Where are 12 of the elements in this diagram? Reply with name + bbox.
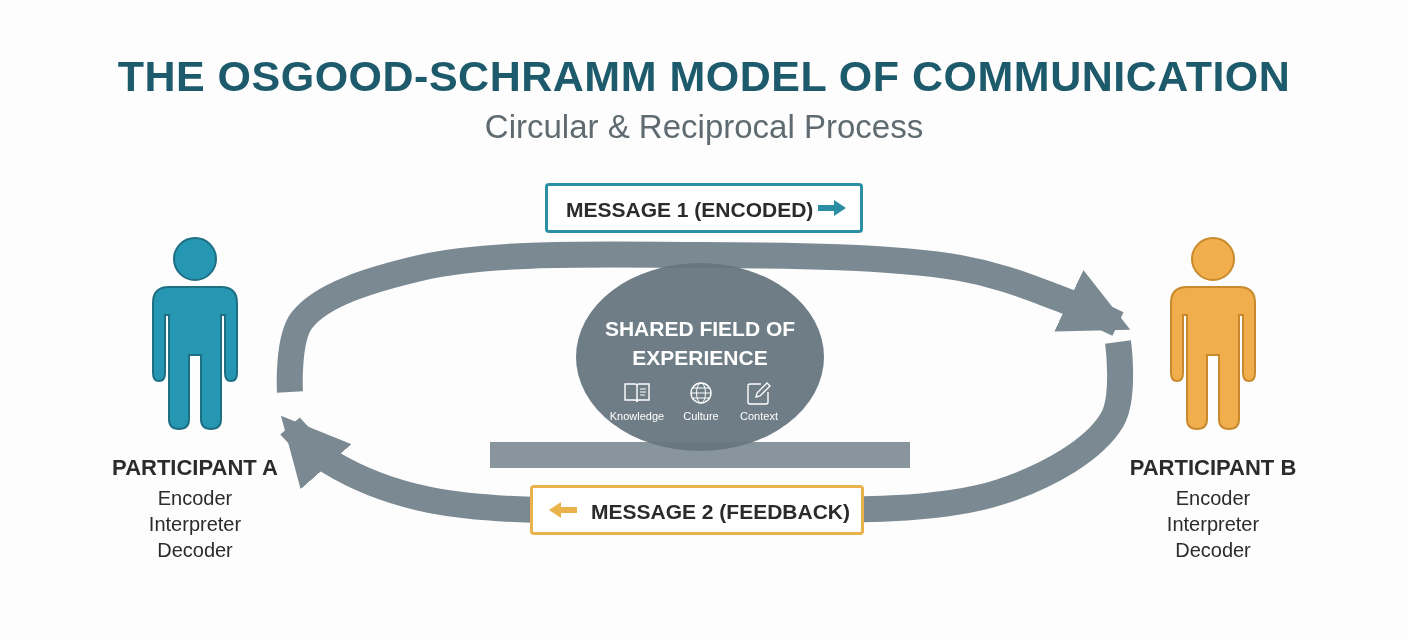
- field-item-label: Culture: [683, 410, 719, 422]
- field-heading: SHARED FIELD OF EXPERIENCE: [603, 316, 797, 371]
- edge-label: MESSAGE 1 (ENCODED): [566, 198, 814, 222]
- field-item-label: Context: [740, 410, 778, 422]
- role-list: Encoder Interpreter Decoder: [135, 485, 255, 563]
- field-item-label: Knowledge: [609, 410, 665, 422]
- participant-name: PARTICIPANT A: [111, 455, 279, 481]
- edge-label: MESSAGE 2 (FEEDBACK): [591, 500, 851, 524]
- role-list: Encoder Interpreter Decoder: [1153, 485, 1273, 563]
- participant-name: PARTICIPANT B: [1128, 455, 1298, 481]
- title: THE OSGOOD-SCHRAMM MODEL OF COMMUNICATION: [116, 52, 1292, 101]
- subtitle: Circular & Reciprocal Process: [483, 108, 925, 146]
